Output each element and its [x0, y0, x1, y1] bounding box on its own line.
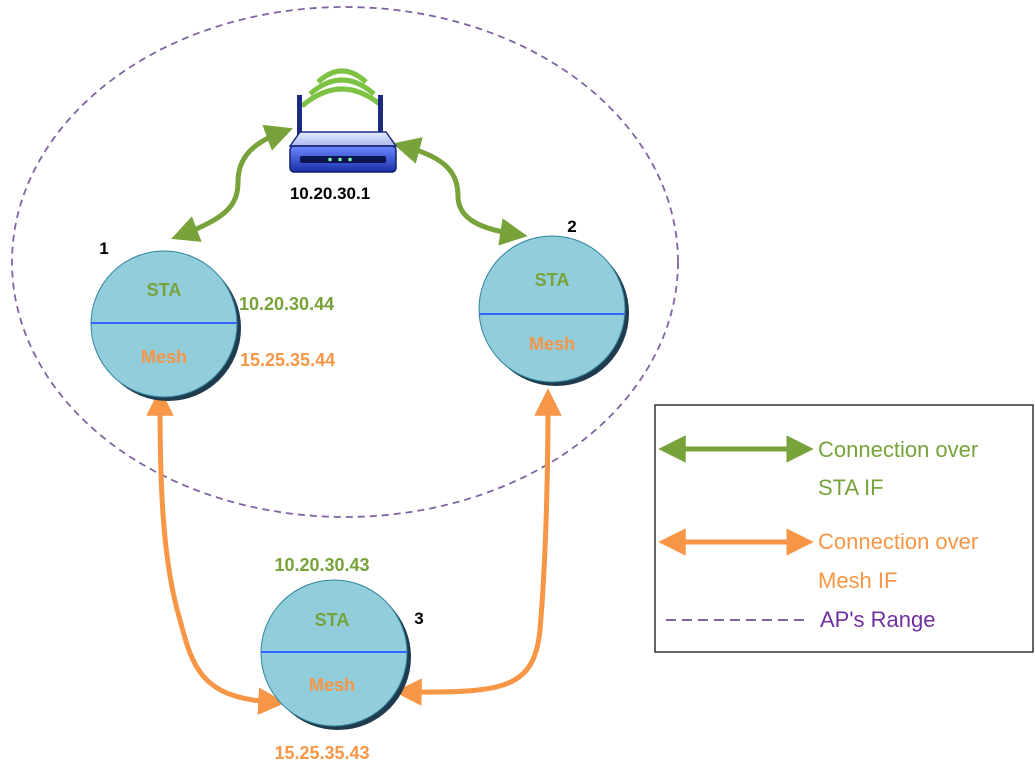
node-1-number: 1: [99, 239, 108, 258]
legend-range-text: AP's Range: [820, 607, 936, 632]
node-2-number: 2: [567, 217, 576, 236]
legend-mesh-text-2: Mesh IF: [818, 568, 897, 593]
node-2: STA Mesh: [478, 235, 629, 386]
legend-sta-text-1: Connection over: [818, 437, 978, 462]
sta-link-router-node1: [171, 124, 293, 242]
mesh-link-node1-node3: [146, 388, 286, 715]
node-3-mesh-label: Mesh: [309, 675, 355, 695]
ap-range-ellipse: [11, 6, 679, 518]
node-3: STA Mesh: [260, 579, 411, 730]
node-3-mesh-ip: 15.25.35.43: [274, 743, 369, 763]
node-3-sta-ip: 10.20.30.43: [274, 555, 369, 575]
node-2-sta-label: STA: [535, 270, 570, 290]
legend-mesh-text-1: Connection over: [818, 529, 978, 554]
node-1: STA Mesh: [90, 250, 241, 401]
node-3-number: 3: [414, 609, 423, 628]
node-1-sta-ip: 10.20.30.44: [239, 294, 334, 314]
node-3-sta-label: STA: [315, 610, 350, 630]
router-ip: 10.20.30.1: [290, 184, 370, 203]
legend: Connection over STA IF Connection over M…: [654, 404, 1034, 653]
node-1-mesh-ip: 15.25.35.44: [240, 350, 335, 370]
legend-sta-text-2: STA IF: [818, 475, 884, 500]
node-2-mesh-label: Mesh: [529, 334, 575, 354]
mesh-link-node2-node3: [394, 388, 562, 706]
node-1-mesh-label: Mesh: [141, 347, 187, 367]
sta-link-router-node2: [392, 137, 528, 246]
node-1-sta-label: STA: [147, 280, 182, 300]
wireless-router-icon: [288, 68, 398, 173]
node-2-circle: [478, 235, 626, 383]
